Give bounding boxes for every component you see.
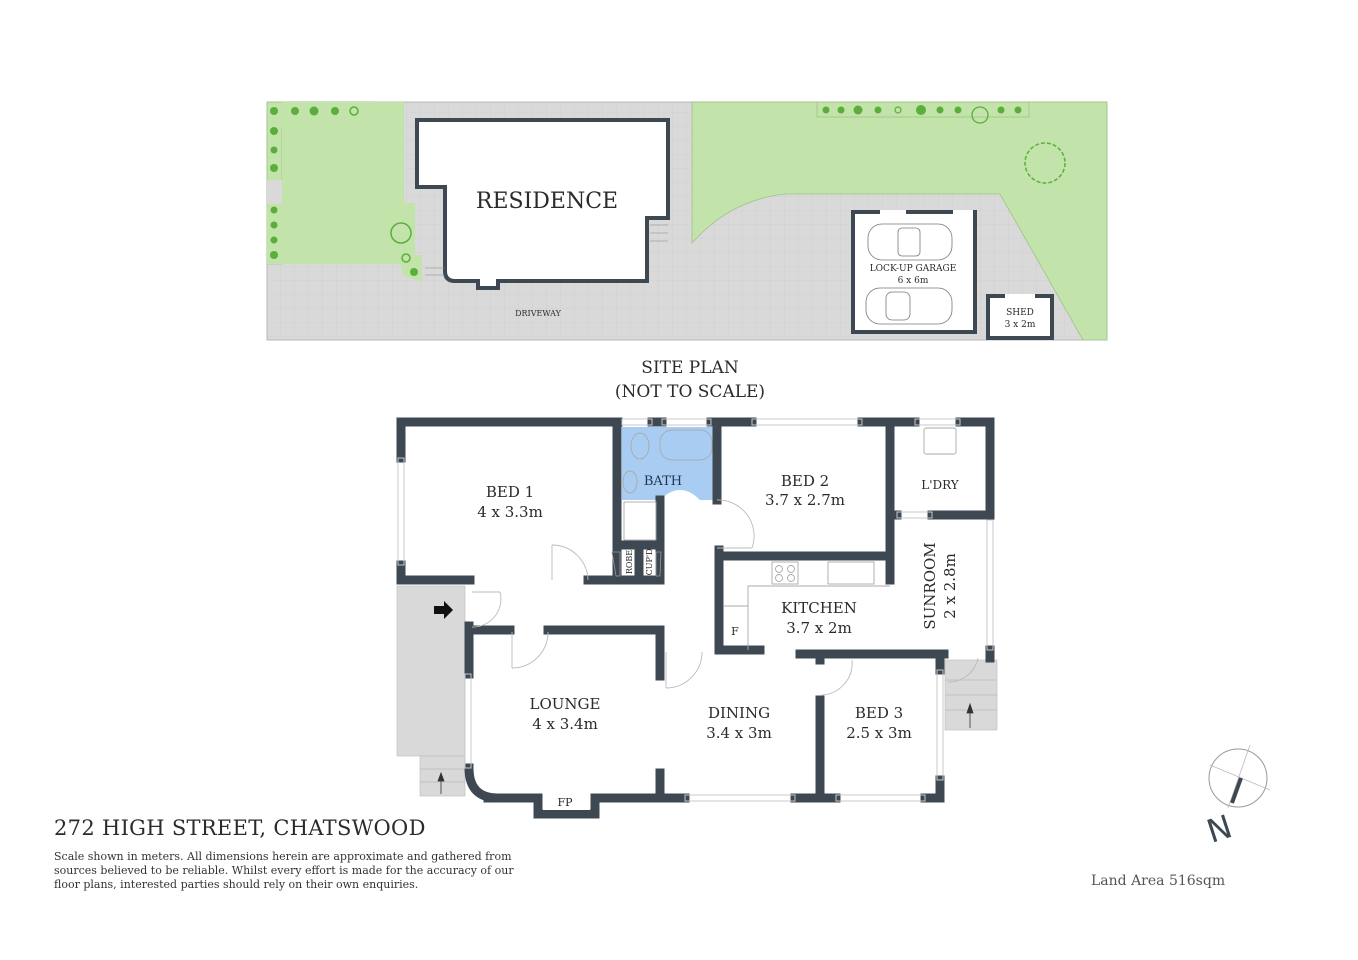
driveway-label: DRIVEWAY bbox=[515, 309, 561, 318]
step-arrow-icon bbox=[437, 771, 445, 794]
entry-arrow-icon bbox=[434, 601, 453, 619]
fireplace-label: FP bbox=[557, 796, 573, 809]
residence-outline bbox=[415, 118, 670, 290]
lounge-size: 4 x 3.4m bbox=[532, 715, 598, 733]
floor-plan: BED 1 4 x 3.3m BATH BED 2 3.7 x 2.7m L'D… bbox=[396, 417, 998, 819]
shed-size: 3 x 2m bbox=[1005, 320, 1036, 330]
site-plan-caption: SITE PLAN (NOT TO SCALE) bbox=[560, 356, 820, 404]
bed3-name: BED 3 bbox=[855, 704, 903, 722]
entry-porch bbox=[396, 585, 466, 757]
windows bbox=[397, 418, 994, 802]
sunroom-name: SUNROOM bbox=[921, 542, 939, 629]
shed-name: SHED bbox=[1006, 308, 1034, 318]
bed3-size: 2.5 x 3m bbox=[846, 724, 912, 742]
bathtub-icon bbox=[659, 429, 713, 461]
sink-icon bbox=[827, 561, 875, 585]
shed-outline bbox=[986, 294, 1054, 340]
laundry-name: L'DRY bbox=[921, 478, 960, 492]
bed1-name: BED 1 bbox=[486, 483, 534, 501]
cooktop-icon bbox=[771, 561, 799, 585]
garage-outline bbox=[851, 210, 977, 334]
basin-icon bbox=[622, 470, 638, 494]
lounge-name: LOUNGE bbox=[530, 695, 601, 713]
property-address: 272 HIGH STREET, CHATSWOOD bbox=[54, 816, 426, 840]
bath-name: BATH bbox=[644, 474, 682, 489]
lawn-left bbox=[282, 102, 415, 264]
tub-sink-icon bbox=[923, 427, 957, 455]
dining-name: DINING bbox=[708, 704, 770, 722]
garage-name: LOCK-UP GARAGE bbox=[870, 264, 957, 274]
north-compass-icon: N bbox=[1202, 744, 1271, 851]
robe-label: ROBE bbox=[625, 550, 634, 574]
door-swings bbox=[471, 499, 979, 696]
kitchen-size: 3.7 x 2m bbox=[786, 619, 852, 637]
disclaimer-text: Scale shown in meters. All dimensions he… bbox=[54, 850, 514, 891]
toilet-icon bbox=[630, 432, 650, 460]
cupboard-label: CUP'D bbox=[645, 549, 654, 576]
plants-right bbox=[822, 105, 1066, 184]
walls bbox=[396, 417, 995, 819]
sunroom-size: 2 x 2.8m bbox=[941, 553, 959, 619]
bed2-name: BED 2 bbox=[781, 472, 829, 490]
fixtures bbox=[622, 427, 957, 650]
bath-tiles bbox=[622, 427, 715, 500]
fireplace bbox=[543, 794, 590, 810]
lawn-right bbox=[691, 101, 1108, 341]
site-plan-title: SITE PLAN bbox=[641, 358, 739, 378]
car-icons bbox=[865, 223, 953, 325]
land-area: Land Area 516sqm bbox=[1091, 873, 1226, 889]
garage-size: 6 x 6m bbox=[898, 276, 929, 286]
compass-n-label: N bbox=[1202, 807, 1237, 851]
plants-left bbox=[270, 106, 418, 276]
kitchen-name: KITCHEN bbox=[781, 599, 857, 617]
fridge-label: F bbox=[731, 625, 739, 638]
dining-size: 3.4 x 3m bbox=[706, 724, 772, 742]
bed2-size: 3.7 x 2.7m bbox=[765, 491, 845, 509]
shower-icon bbox=[623, 501, 657, 541]
residence-label: RESIDENCE bbox=[476, 189, 618, 214]
site-plan-subtitle: (NOT TO SCALE) bbox=[614, 382, 766, 402]
bed1-size: 4 x 3.3m bbox=[477, 503, 543, 521]
site-plan: RESIDENCE DRIVEWAY LOCK-UP GARAGE 6 x 6m… bbox=[266, 101, 1108, 341]
